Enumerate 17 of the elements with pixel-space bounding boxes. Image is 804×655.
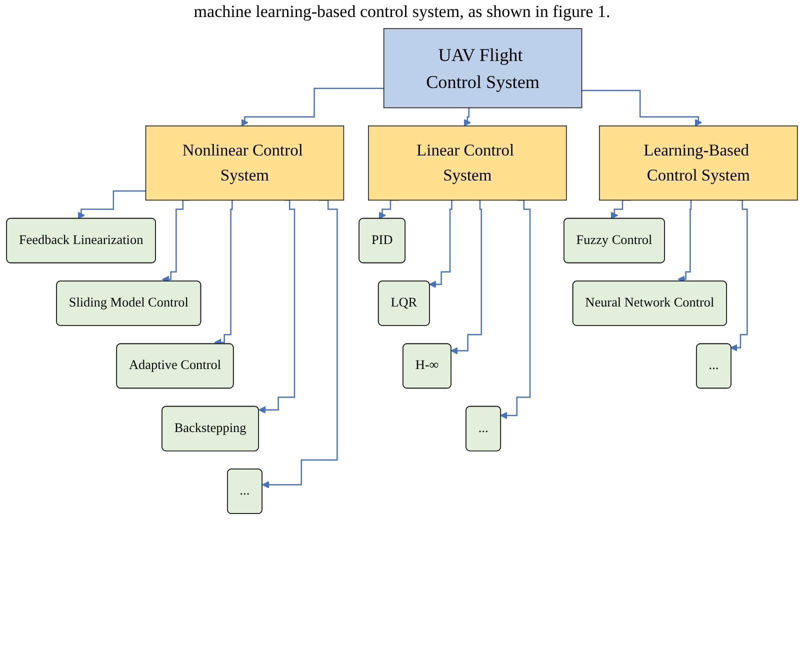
- node-box: UAV Flight Control System: [383, 28, 582, 108]
- arrow: [464, 107, 472, 126]
- arrow: [214, 200, 234, 346]
- body-text: machine learning-based control system, as shown in figure 1.: [192, 2, 612, 22]
- arrow: [730, 200, 748, 352]
- arrow: [450, 200, 482, 354]
- arrow: [582, 90, 702, 126]
- arrow: [428, 200, 454, 288]
- arrow: [78, 190, 146, 220]
- node-box: Linear Control System: [368, 126, 567, 201]
- node-box: Learning-Based Control System: [599, 126, 798, 201]
- node-box: Nonlinear Control System: [145, 126, 344, 201]
- arrow: [500, 200, 531, 420]
- arrow: [241, 88, 384, 126]
- arrow: [678, 200, 692, 283]
- arrow: [262, 200, 338, 488]
- arrow: [258, 200, 296, 414]
